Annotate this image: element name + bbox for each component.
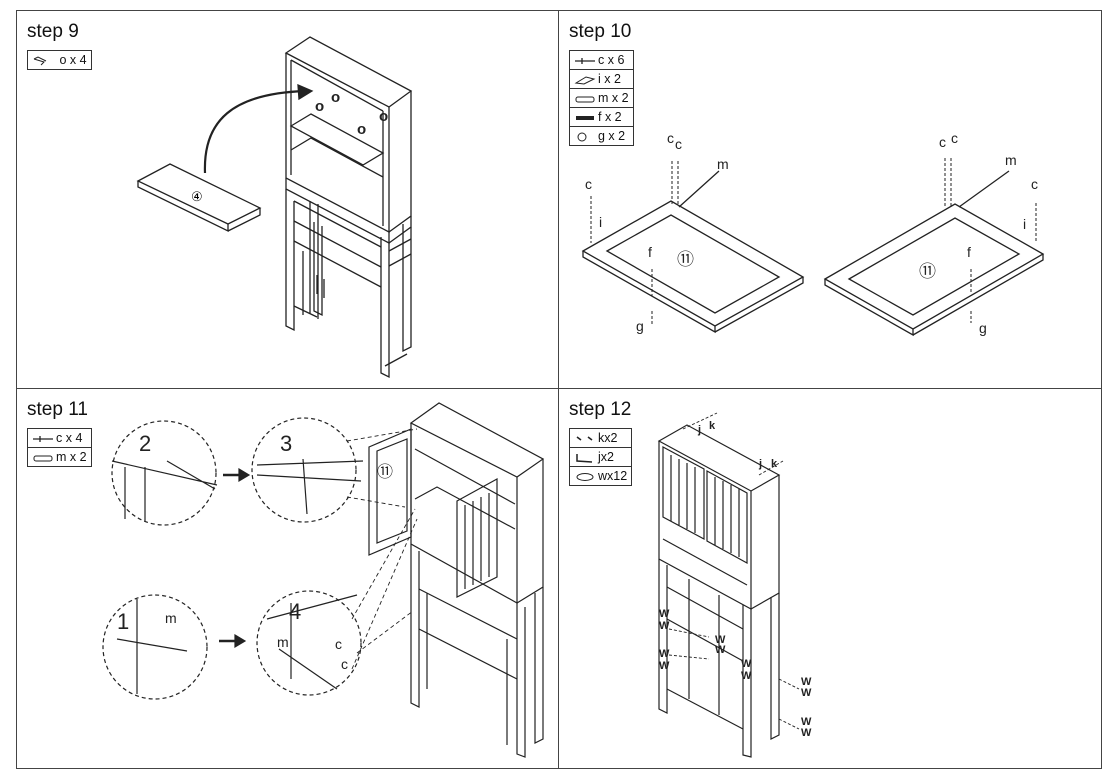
parts-label: f x 2 — [598, 110, 622, 124]
step-12-panel: step 12 kx2 jx2 wx12 j k j k W W W — [558, 388, 1102, 769]
pad-label: W — [659, 660, 670, 672]
step-11-parts-list: c x 4 m x 2 — [27, 428, 92, 467]
door-number-label: ⑪ — [377, 463, 393, 481]
screw-label: c — [335, 636, 342, 652]
parts-label: m x 2 — [56, 450, 87, 464]
parts-label: i x 2 — [598, 72, 621, 86]
parts-label: kx2 — [598, 431, 618, 445]
screw-icon — [575, 57, 595, 64]
parts-label: c x 6 — [598, 53, 625, 67]
pad-label: W — [741, 658, 752, 670]
pad-label: W — [659, 608, 670, 620]
step-10-title: step 10 — [569, 21, 632, 42]
pad-label: W — [801, 687, 812, 699]
parts-item: o x 4 — [27, 50, 92, 70]
screw-label: c — [1031, 176, 1038, 192]
pad-label: W — [801, 676, 812, 688]
detail-number: 2 — [139, 431, 151, 456]
screw-label: c — [667, 130, 674, 146]
parts-label: m x 2 — [598, 91, 629, 105]
dowel-label: o — [357, 121, 366, 138]
dowel-label: o — [331, 89, 340, 106]
dowel-label: o — [379, 108, 388, 125]
dowel-label: o — [315, 98, 324, 115]
detail-number: 4 — [289, 599, 301, 624]
pad-icon — [576, 472, 594, 481]
pad-label: W — [659, 648, 670, 660]
hinge-label: m — [1005, 152, 1017, 168]
step-9-illustration: ④ o o o o — [136, 36, 413, 379]
parts-item: wx12 — [568, 466, 633, 486]
small-screw-label: j — [758, 458, 762, 470]
step-12-title: step 12 — [569, 399, 632, 420]
hinge-label: m — [277, 634, 289, 650]
screw-label: c — [951, 130, 958, 146]
parts-label: g x 2 — [598, 129, 626, 143]
pad-label: W — [801, 727, 812, 739]
plate-icon — [574, 76, 596, 85]
hinge-label: m — [717, 156, 729, 172]
hinge-label: m — [165, 610, 177, 626]
detail-number: 3 — [280, 431, 292, 456]
parts-item: m x 2 — [27, 447, 92, 467]
pad-label: W — [715, 634, 726, 646]
bracket-icon — [576, 453, 593, 463]
knob-label: g — [636, 318, 644, 334]
step-11-panel: step 11 c x 4 m x 2 — [16, 388, 559, 769]
parts-label: o x 4 — [59, 53, 87, 67]
detail-number: 1 — [117, 609, 129, 634]
screw-label: c — [585, 176, 592, 192]
bolt-label: f — [648, 244, 652, 260]
screw-label: c — [341, 656, 348, 672]
small-screw-label: j — [697, 424, 701, 436]
step-10-panel: step 10 c x 6 i x 2 m x 2 f x 2 g x 2 c … — [558, 10, 1102, 389]
pad-label: W — [659, 620, 670, 632]
step-11-illustration: 2 3 1 4 m m c c ⑪ — [102, 402, 545, 758]
screw-icon — [33, 435, 53, 442]
door-number-label: ⑪ — [919, 262, 936, 281]
step-11-title: step 11 — [27, 399, 88, 420]
step-9-panel: step 9 o x 4 — [16, 10, 559, 389]
bolt-icon — [576, 115, 594, 120]
parts-item: c x 4 — [27, 428, 92, 448]
hinge-icon — [575, 96, 595, 103]
bolt-label: f — [967, 244, 971, 260]
parts-item: g x 2 — [569, 126, 634, 146]
parts-item: i x 2 — [569, 69, 634, 89]
screw-label: c — [675, 136, 682, 152]
knob-icon — [577, 132, 587, 142]
step-12-illustration: j k j k W W W W W W W W W W W W — [657, 412, 812, 758]
step-9-parts-list: o x 4 — [27, 50, 92, 70]
plate-label: i — [1023, 216, 1026, 232]
dowel-icon — [33, 56, 47, 66]
parts-label: wx12 — [598, 469, 628, 483]
door-number-label: ⑪ — [677, 250, 694, 269]
pad-label: W — [801, 716, 812, 728]
step-10-parts-list: c x 6 i x 2 m x 2 f x 2 g x 2 — [569, 50, 634, 146]
small-screw-icon — [576, 436, 593, 441]
small-screw-label: k — [771, 458, 778, 470]
pad-label: W — [715, 644, 726, 656]
pad-label: W — [741, 670, 752, 682]
step-12-parts-list: kx2 jx2 wx12 — [568, 428, 633, 486]
small-screw-label: k — [709, 420, 716, 432]
step-10-illustration: c c c c c c m m i i f f g g ⑪ ⑪ — [581, 130, 1045, 337]
plate-label: i — [599, 214, 602, 230]
knob-label: g — [979, 320, 987, 336]
step-9-title: step 9 — [27, 21, 79, 42]
hinge-icon — [33, 455, 53, 462]
screw-label: c — [939, 134, 946, 150]
board-number-label: ④ — [191, 189, 203, 204]
parts-label: jx2 — [598, 450, 614, 464]
parts-label: c x 4 — [56, 431, 83, 445]
parts-item: c x 6 — [569, 50, 634, 70]
